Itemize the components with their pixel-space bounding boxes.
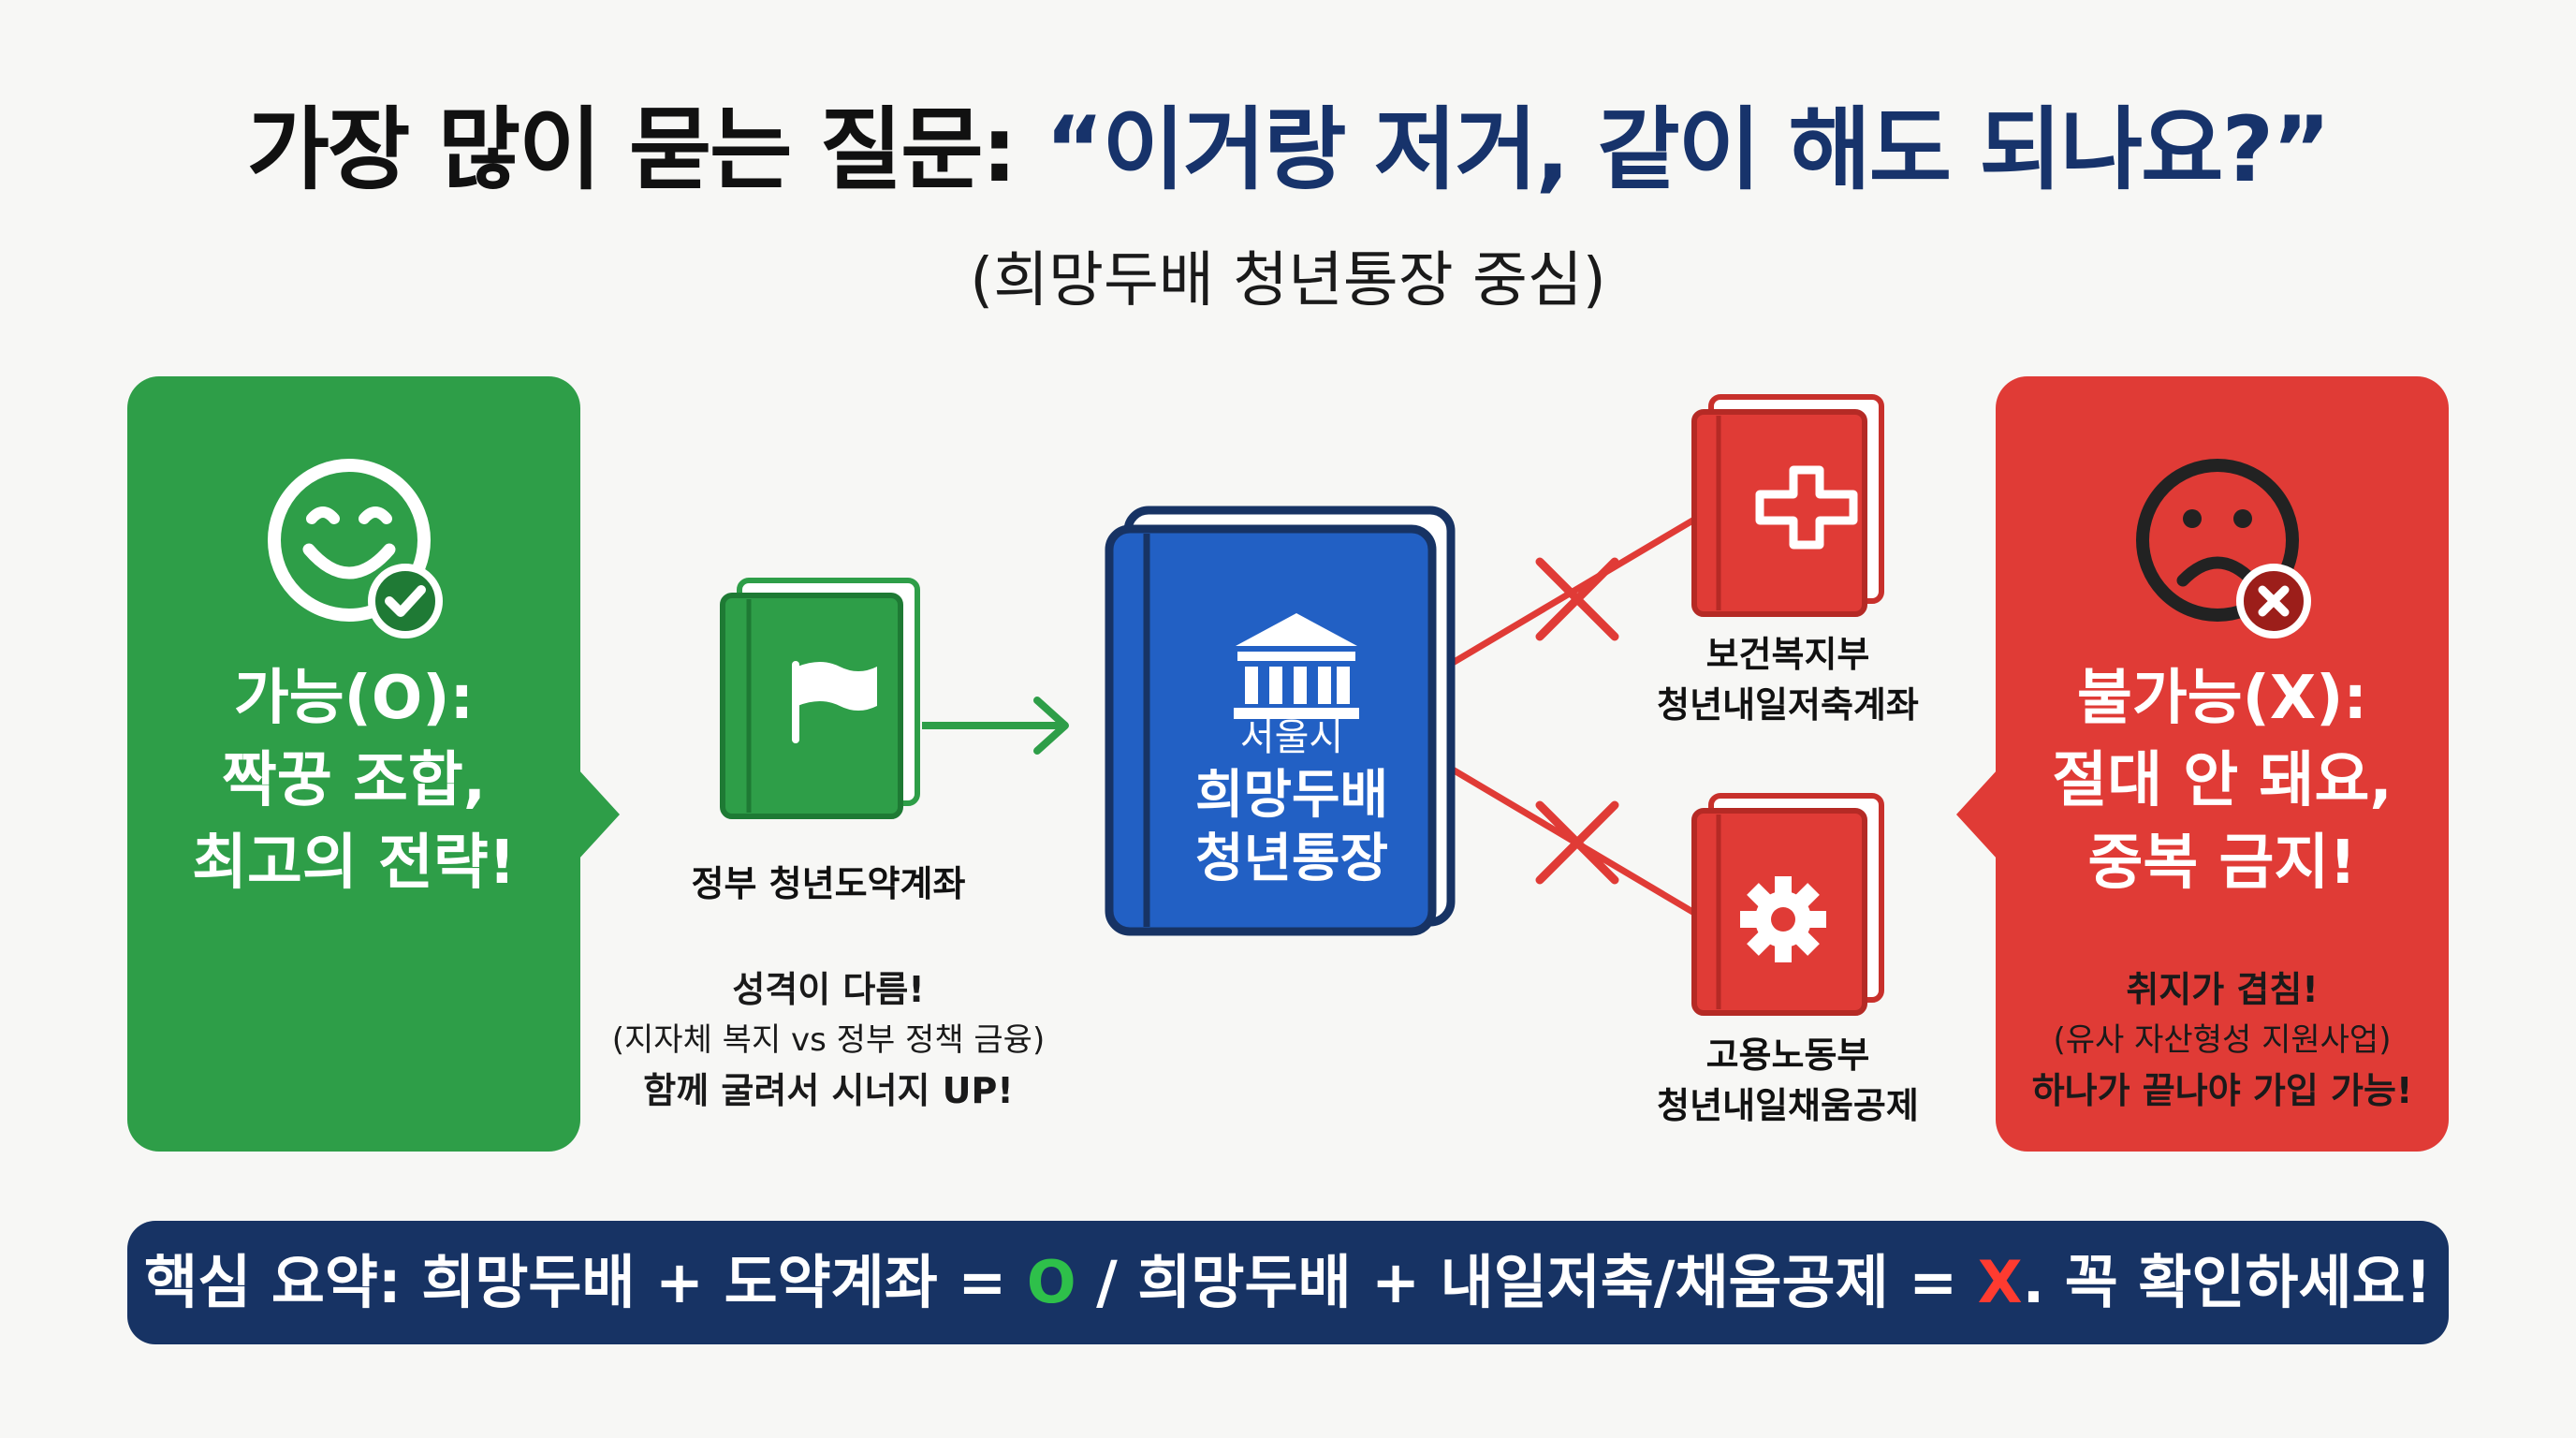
possible-line-3: 최고의 전략!	[192, 829, 516, 898]
smiley-check-icon	[268, 459, 443, 638]
impossible-note-bold: 취지가 겹침!	[2126, 969, 2319, 1010]
medical-book	[1691, 394, 1884, 617]
impossible-line-1: 불가능(X):	[2076, 664, 2368, 733]
impossible-line-2: 절대 안 돼요,	[2052, 746, 2393, 815]
labor-account-label: 고용노동부 청년내일채움공제	[1591, 1030, 1984, 1131]
gov-note-bold: 성격이 다름!	[732, 969, 925, 1010]
impossible-panel: 불가능(X): 절대 안 돼요, 중복 금지! 취지가 겹침! (유사 자산형성…	[1956, 376, 2449, 1152]
summary-middle: / 희망두배 + 내일저축/채움공제 =	[1076, 1248, 1978, 1316]
center-book-city: 서울시	[1239, 716, 1344, 759]
impossible-line-3: 중복 금지!	[2087, 829, 2357, 898]
impossible-notes: 취지가 겹침! (유사 자산형성 지원사업) 하나가 끝나야 가입 가능!	[1996, 964, 2449, 1116]
summary-o-mark: O	[1026, 1248, 1076, 1316]
gov-account-notes: 성격이 다름! (지자체 복지 vs 정부 정책 금융) 함께 굴려서 시너지 …	[571, 964, 1086, 1116]
possible-heading: 가능(O): 짝꿍 조합, 최고의 전략!	[127, 657, 580, 904]
possible-line-1: 가능(O):	[233, 664, 475, 733]
summary-prefix: 핵심 요약: 희망두배 + 도약계좌 =	[144, 1248, 1027, 1316]
medical-cross-icon	[1755, 465, 1858, 550]
possible-panel-pointer	[578, 770, 620, 859]
page-subtitle: (희망두배 청년통장 중심)	[970, 246, 1606, 315]
labor-account-name: 청년내일채움공제	[1657, 1085, 1919, 1126]
summary-bar: 핵심 요약: 희망두배 + 도약계좌 = O / 희망두배 + 내일저축/채움공…	[127, 1221, 2449, 1344]
page-title: 가장 많이 묻는 질문: “이거랑 저거, 같이 해도 되나요?”	[0, 94, 2576, 206]
possible-line-2: 짝꿍 조합,	[221, 746, 487, 815]
gov-note-bold-2: 함께 굴려서 시너지 UP!	[643, 1070, 1014, 1111]
center-book-name-1: 희망두배	[1194, 765, 1389, 826]
welfare-account-name: 청년내일저축계좌	[1657, 684, 1919, 726]
summary-x-mark: X	[1977, 1248, 2023, 1316]
labor-ministry: 고용노동부	[1705, 1034, 1870, 1076]
title-question: “이거랑 저거, 같이 해도 되나요?”	[1045, 97, 2331, 202]
gov-account-label: 정부 청년도약계좌	[691, 863, 966, 904]
welfare-account-label: 보건복지부 청년내일저축계좌	[1591, 629, 1984, 730]
x-mark-icon	[1535, 800, 1619, 885]
title-prefix: 가장 많이 묻는 질문:	[246, 97, 1046, 202]
welfare-ministry: 보건복지부	[1705, 634, 1870, 675]
impossible-panel-pointer	[1956, 770, 1998, 859]
flag-book-icon	[720, 578, 920, 819]
blocked-connectors	[1440, 516, 1696, 917]
gear-book	[1691, 793, 1884, 1016]
impossible-note: (유사 자산형성 지원사업)	[2053, 1021, 2392, 1059]
summary-suffix: . 꼭 확인하세요!	[2022, 1248, 2432, 1316]
center-book-label: 서울시 희망두배 청년통장	[1156, 712, 1427, 891]
bank-building-icon	[1234, 613, 1359, 719]
gear-icon	[1740, 876, 1826, 962]
possible-panel: 가능(O): 짝꿍 조합, 최고의 전략!	[127, 376, 620, 1152]
compatible-arrow	[922, 697, 1069, 755]
gov-note: (지자체 복지 vs 정부 정책 금융)	[611, 1021, 1046, 1059]
center-book-name-2: 청년통장	[1194, 829, 1389, 889]
sad-face-x-icon	[2136, 459, 2311, 638]
impossible-note-bold-2: 하나가 끝나야 가입 가능!	[2031, 1070, 2413, 1111]
impossible-heading: 불가능(X): 절대 안 돼요, 중복 금지!	[1996, 657, 2449, 904]
x-mark-icon	[1535, 557, 1619, 641]
